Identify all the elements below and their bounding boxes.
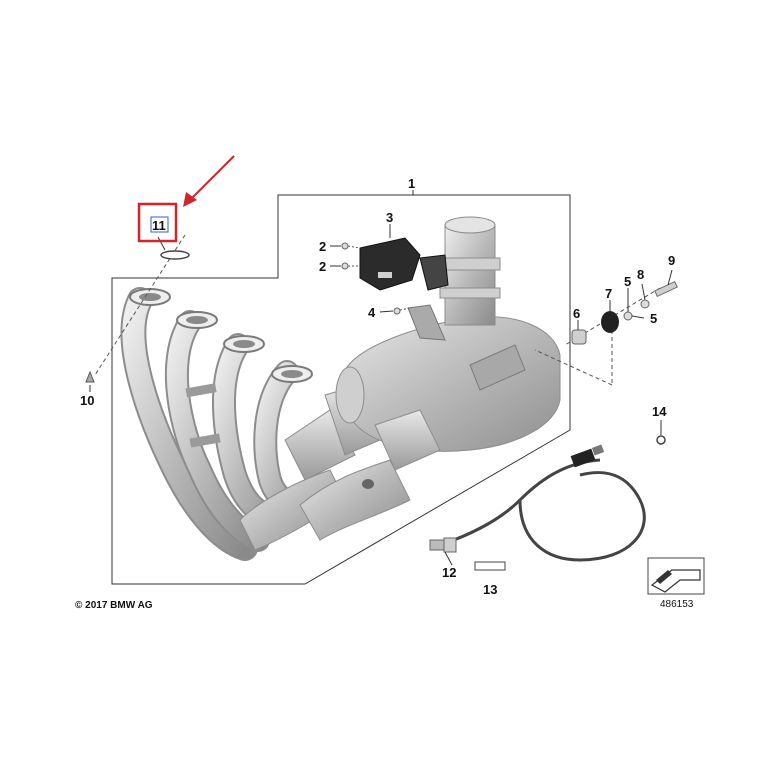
label-sticker xyxy=(474,561,506,571)
diagram-number: 486153 xyxy=(660,599,694,610)
red-arrowhead-icon xyxy=(183,192,197,207)
mounting-bracket xyxy=(407,304,446,341)
callout-2-lower[interactable]: 2 xyxy=(319,259,326,274)
heat-shield xyxy=(359,237,449,291)
selection-box xyxy=(150,216,169,233)
callout-14[interactable]: 14 xyxy=(652,404,667,419)
callout-3[interactable]: 3 xyxy=(386,210,393,225)
callout-9[interactable]: 9 xyxy=(668,253,675,268)
diagram-reference-icon xyxy=(647,557,705,595)
exhaust-header-pipes xyxy=(120,287,346,561)
muffler xyxy=(335,316,561,471)
callout-1[interactable]: 1 xyxy=(408,176,415,191)
red-arrow-icon xyxy=(189,155,235,201)
muffler-outlet-pipe xyxy=(439,216,501,326)
callout-6[interactable]: 6 xyxy=(573,306,580,321)
callout-12[interactable]: 12 xyxy=(442,565,456,580)
copyright-text: © 2017 BMW AG xyxy=(75,600,153,611)
screw-icon xyxy=(341,242,411,315)
callout-11[interactable]: 11 xyxy=(152,218,166,233)
callout-10[interactable]: 10 xyxy=(80,393,94,408)
callout-2-upper[interactable]: 2 xyxy=(319,239,326,254)
callout-5-lower[interactable]: 5 xyxy=(650,311,657,326)
callout-13[interactable]: 13 xyxy=(483,582,497,597)
rubber-mount-assembly xyxy=(534,280,678,386)
highlight-box xyxy=(137,202,178,243)
assembly-frame xyxy=(111,194,571,585)
callout-5-upper[interactable]: 5 xyxy=(624,274,631,289)
callout-8[interactable]: 8 xyxy=(637,267,644,282)
gasket-and-bolt xyxy=(85,234,190,383)
header-flanges xyxy=(129,288,313,383)
callout-4[interactable]: 4 xyxy=(368,305,376,320)
callout-7[interactable]: 7 xyxy=(605,286,612,301)
leader-lines xyxy=(89,224,673,566)
oxygen-sensor xyxy=(429,444,646,562)
washer-icon xyxy=(656,435,666,445)
